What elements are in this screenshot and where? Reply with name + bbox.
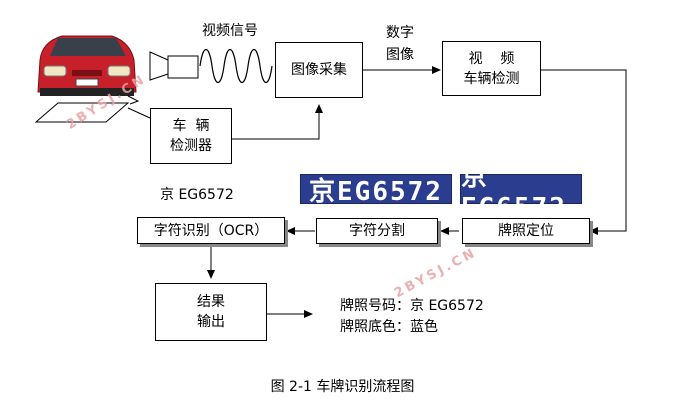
video-signal-wave (199, 48, 273, 84)
car-icon (37, 35, 137, 96)
result-output-box: 结果 输出 (155, 283, 267, 341)
video-detect-label-2: 车辆检测 (463, 70, 520, 87)
plate-image-2: 京EG6572 (460, 162, 582, 223)
plate-locate-box: 牌照定位 (462, 218, 590, 244)
result-label-1: 结果 (197, 294, 225, 310)
ocr-label: 字符识别（OCR） (153, 222, 269, 239)
result-label-2: 输出 (197, 314, 225, 330)
video-detect-label-1: 视 频 (468, 50, 515, 67)
char-segment-box: 字符分割 (316, 218, 438, 244)
vehicle-detector-label-1: 车 辆 (172, 118, 210, 134)
result-plate-color: 牌照底色：蓝色 (340, 319, 438, 335)
ground-loop-sensor (34, 102, 130, 123)
plate-image-1: 京EG6572 (300, 174, 452, 207)
char-segment-label: 字符分割 (349, 223, 405, 239)
vehicle-detector-box: 车 辆 检测器 (150, 108, 232, 164)
ocr-box: 字符识别（OCR） (137, 217, 285, 244)
figure-caption: 图 2-1 车牌识别流程图 (270, 379, 415, 395)
video-vehicle-detect-box: 视 频 车辆检测 (442, 41, 541, 96)
plate-text-label: 京 EG6572 (160, 187, 234, 203)
image-capture-label: 图像采集 (291, 62, 347, 78)
result-plate-number: 牌照号码：京 EG6572 (340, 298, 484, 314)
vehicle-detector-label-2: 检测器 (170, 138, 212, 154)
digital-image-label-1: 数字 (386, 25, 414, 41)
camera-icon (149, 51, 199, 81)
image-capture-box: 图像采集 (275, 42, 363, 98)
video-signal-label: 视频信号 (202, 23, 258, 39)
digital-image-label-2: 图像 (386, 47, 414, 63)
plate-locate-label: 牌照定位 (498, 223, 554, 239)
